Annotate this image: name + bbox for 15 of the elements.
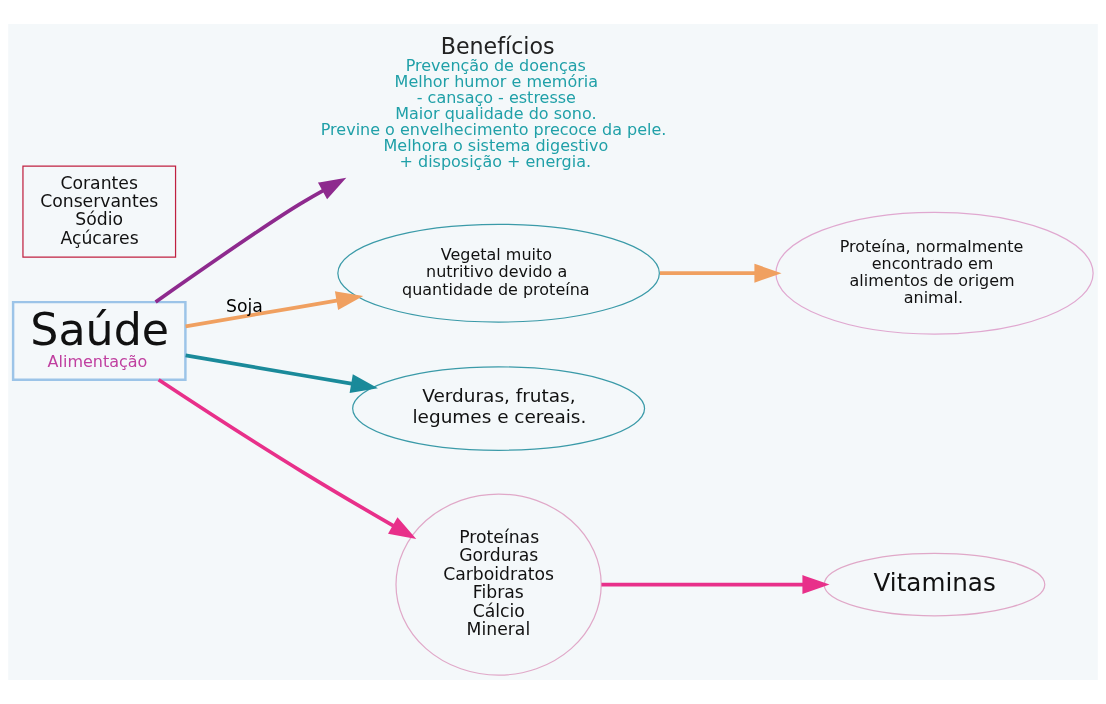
node-ellipse: Vegetal muito nutritivo devido a quantidade de proteína: [337, 223, 660, 323]
node-ellipse: Verduras, frutas, legumes e cereais.: [352, 366, 646, 451]
node-ellipse: Proteína, normalmente encontrado em alimentos de origem animal.: [775, 211, 1094, 335]
arrow: [185, 291, 364, 329]
node-box: Corantes Conservantes Sódio Açúcares: [22, 165, 177, 258]
arrow: [154, 177, 347, 304]
arrow: [185, 353, 378, 394]
arrow: [660, 263, 782, 283]
arrow: [601, 575, 830, 595]
node-text: Benefícios Prevenção de doenças Melhor humor e memória - cansaço - estresse Maior qualidade do sono. Previne o envelhecimento precoce da pele. Melhora o sistema digestivo + disposição + energia.: [320, 33, 667, 172]
node-ellipse: Vitaminas: [823, 552, 1046, 617]
node-ellipse: Proteínas Gorduras Carboidratos Fibras Cálcio Mineral: [395, 493, 602, 676]
node-box: Saúde Alimentação: [11, 300, 187, 381]
arrow: [157, 378, 417, 539]
edge-label: Soja: [226, 295, 263, 316]
